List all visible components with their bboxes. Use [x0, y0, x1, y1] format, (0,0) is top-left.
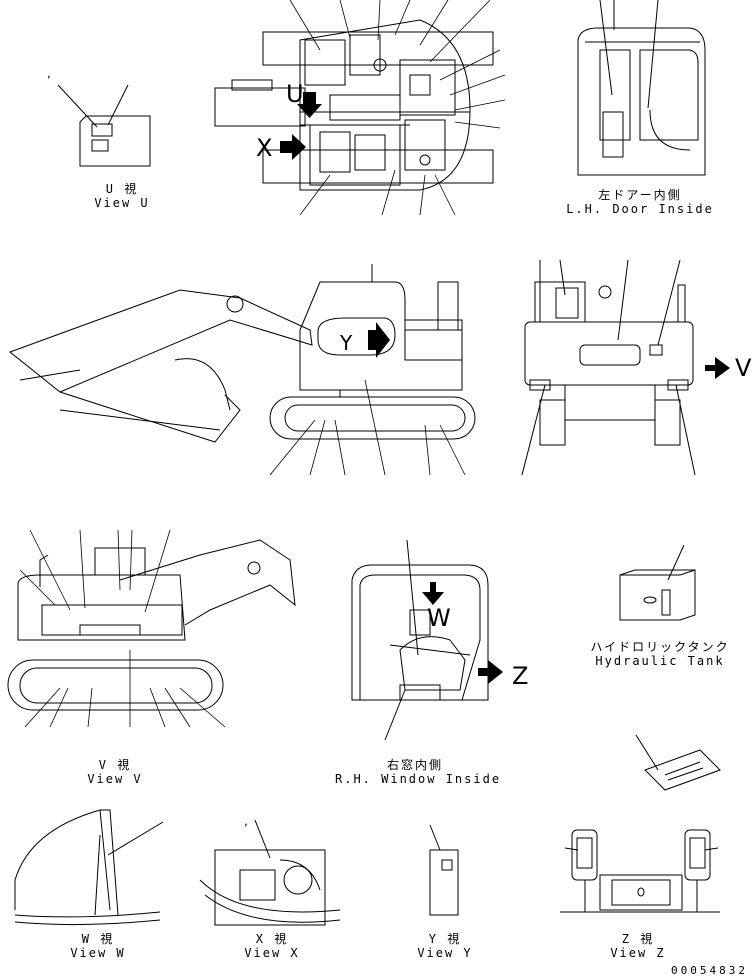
- view-y-drawing: [430, 825, 458, 915]
- svg-text:,: ,: [46, 69, 52, 80]
- arrow-letter-u: U: [286, 80, 304, 108]
- view-v-drawing: [8, 530, 295, 727]
- svg-text:Y: Y: [339, 331, 353, 355]
- rear-view-drawing: [522, 260, 730, 475]
- arrow-letter-w: W: [427, 604, 451, 632]
- view-x-drawing: ,: [200, 817, 340, 925]
- view-z-drawing: [560, 830, 720, 912]
- arrow-letter-z: Z: [512, 662, 529, 690]
- rh-window-drawing: [352, 540, 503, 740]
- hydraulic-tank-drawing: [620, 545, 695, 620]
- manual-book-drawing: [636, 735, 720, 790]
- top-view-drawing: [215, 0, 505, 215]
- view-w-drawing: [15, 810, 163, 925]
- arrow-letter-v: V: [735, 354, 752, 382]
- lh-door-drawing: [578, 0, 705, 175]
- arrow-letter-x: X: [256, 134, 273, 162]
- view-u-drawing: ,: [46, 69, 150, 166]
- drawing-number: 00054832: [671, 964, 748, 977]
- svg-text:,: ,: [243, 817, 249, 828]
- side-view-drawing: Y: [10, 264, 475, 475]
